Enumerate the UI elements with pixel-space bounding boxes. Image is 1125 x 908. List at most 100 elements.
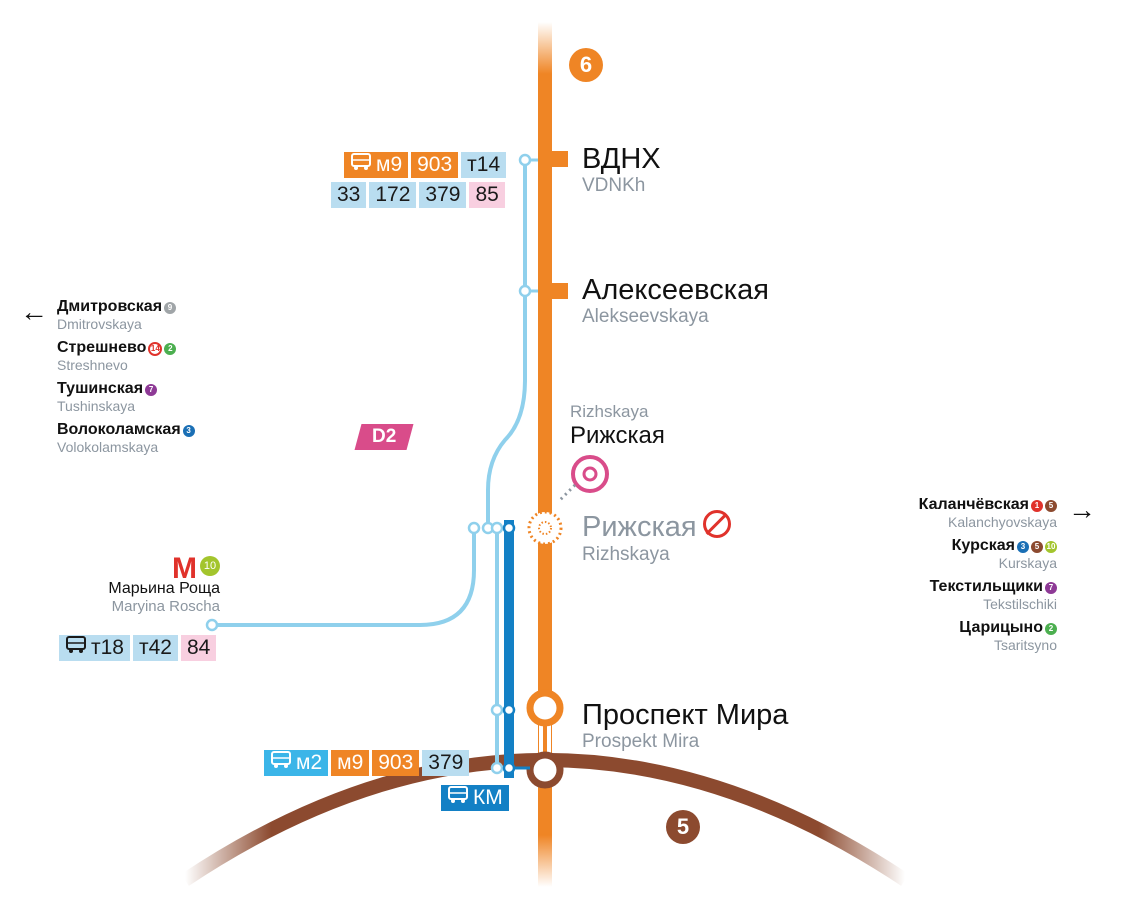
closed-icon <box>702 510 731 538</box>
route-badge[interactable]: т18 <box>59 635 130 661</box>
vdnkh-name-ru: ВДНХ <box>582 143 661 175</box>
vdnkh-tick <box>552 151 568 167</box>
line-badge: 10 <box>1045 541 1057 553</box>
destination-name-ru: Царицыно <box>959 619 1043 636</box>
destination-name-en: Volokolamskaya <box>57 439 159 455</box>
destination-name-ru: Дмитровская <box>57 298 163 315</box>
route-badge[interactable]: 85 <box>469 182 505 208</box>
route-badge[interactable]: 379 <box>419 182 467 208</box>
destination-name-ru: Текстильщики <box>929 578 1043 595</box>
route-number: 903 <box>417 153 453 176</box>
right-arrow-icon[interactable]: → <box>1068 494 1096 525</box>
prospekt-mira-label[interactable]: Проспект Мира Prospekt Mira <box>582 699 788 753</box>
route-badge[interactable]: м9 <box>331 750 370 776</box>
route-badge[interactable]: т14 <box>461 152 507 178</box>
route-badge[interactable]: 379 <box>422 750 470 776</box>
route-badge[interactable]: 172 <box>369 182 417 208</box>
destination-name-ru: Каланчёвская <box>918 496 1029 513</box>
bus-icon <box>65 635 87 661</box>
route-number: м9 <box>337 751 364 774</box>
route-number: 85 <box>475 183 499 206</box>
route-number: м9 <box>376 153 403 176</box>
left-arrow-icon[interactable]: ← <box>20 296 48 327</box>
prospekt-mira-name-en: Prospekt Mira <box>582 731 700 752</box>
vdnkh-label[interactable]: ВДНХ VDNKh <box>582 143 661 197</box>
destination-name-ru: Тушинская <box>57 380 144 397</box>
alekseevskaya-name-ru: Алексеевская <box>582 274 769 306</box>
destination-name-en: Tushinskaya <box>57 398 136 414</box>
destination-name-ru: Стрешнево <box>57 339 147 356</box>
destination-name-en: Kurskaya <box>998 555 1057 571</box>
rizhskaya-closed-name-ru: Рижская <box>582 511 697 543</box>
line-badge: 2 <box>1045 623 1057 635</box>
prospekt-mira-line5-station[interactable] <box>526 751 564 789</box>
line-badge: 3 <box>182 425 195 437</box>
alekseevskaya-name-en: Alekseevskaya <box>582 306 709 327</box>
route-number: 903 <box>378 751 414 774</box>
prospekt-mira-name-ru: Проспект Мира <box>582 699 789 731</box>
route-number: 172 <box>375 183 411 206</box>
maryina-roscha-name-ru: Марьина Роща <box>108 580 220 597</box>
alekseevskaya-label[interactable]: Алексеевская Alekseevskaya <box>582 274 769 328</box>
prospekt-mira-line6-station[interactable] <box>526 689 564 727</box>
vdnkh-name-en: VDNKh <box>582 175 646 196</box>
line-badge: 1 <box>1031 500 1043 512</box>
maryina-roscha-name-en: Maryina Roscha <box>111 598 220 615</box>
route-badge[interactable]: КМ <box>441 785 509 811</box>
route-number: 379 <box>425 183 461 206</box>
line-badge: 2 <box>164 343 177 355</box>
bus-stops <box>205 153 532 775</box>
alekseevskaya-tick <box>552 283 568 299</box>
bus-icon <box>447 785 469 811</box>
route-badge[interactable]: м9 <box>344 152 409 178</box>
route-badge[interactable]: т42 <box>132 635 178 661</box>
line-5-badge: 5 <box>666 810 700 844</box>
destination-name-en: Tekstilschiki <box>983 596 1057 612</box>
rizhskaya-d2-label[interactable]: Rizhskaya Рижская <box>570 402 665 450</box>
maryina-roscha-label[interactable]: Марьина Роща Maryina Roscha <box>108 580 220 616</box>
route-number: м2 <box>296 751 323 774</box>
destination-name-en: Kalanchyovskaya <box>948 514 1057 530</box>
bus-icon <box>350 152 372 178</box>
rizhskaya-closed-label[interactable]: Рижская Rizhskaya <box>582 510 731 566</box>
route-number: 84 <box>186 636 211 659</box>
route-badge[interactable]: 84 <box>180 635 217 661</box>
line-badge: 3 <box>1017 541 1029 553</box>
d2-badge: D2 <box>354 424 414 450</box>
route-number: КМ <box>473 786 503 809</box>
route-number: т18 <box>91 636 124 659</box>
rizhskaya-closed-name-en: Rizhskaya <box>582 544 670 565</box>
route-badge[interactable]: 903 <box>411 152 459 178</box>
route-number: т14 <box>467 153 501 176</box>
destination-name-en: Streshnevo <box>57 357 128 373</box>
route-number: т42 <box>138 636 172 659</box>
line-6-track <box>538 22 552 887</box>
line-badge: 9 <box>164 302 177 314</box>
route-badge[interactable]: 33 <box>331 182 367 208</box>
metro-m-icon: М <box>172 552 197 585</box>
line-badge: 5 <box>1031 541 1043 553</box>
line-6-badge: 6 <box>569 48 603 82</box>
line-badge: 14 <box>148 342 163 356</box>
bus-icon <box>270 750 292 776</box>
route-badge[interactable]: 903 <box>372 750 420 776</box>
rizhskaya-d2-name-ru: Рижская <box>570 422 665 449</box>
maryina-routes: т18 т42 84 <box>59 635 217 661</box>
km-stops <box>502 521 516 775</box>
destination-name-en: Tsaritsyno <box>993 637 1057 653</box>
line-badge: 7 <box>145 384 158 396</box>
line-badge: 7 <box>1045 582 1057 594</box>
route-badge[interactable]: м2 <box>264 750 329 776</box>
destination-name-en: Dmitrovskaya <box>57 316 142 332</box>
